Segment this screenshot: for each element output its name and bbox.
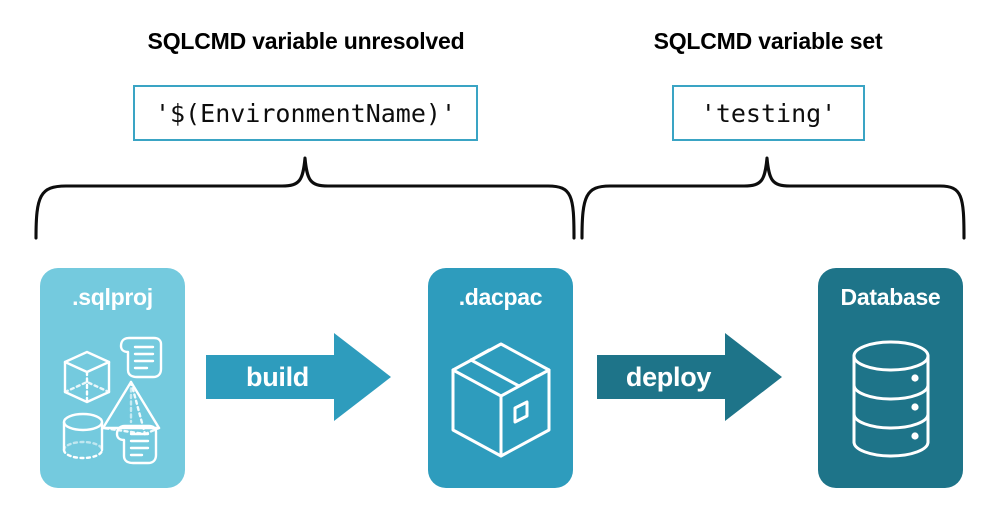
package-box-graphic bbox=[451, 342, 550, 458]
package-box-icon bbox=[428, 320, 573, 480]
stage-dacpac-label: .dacpac bbox=[458, 284, 543, 310]
database-cylinder-graphic bbox=[852, 340, 929, 458]
arrow-build: build bbox=[206, 333, 391, 421]
stage-dacpac: .dacpac bbox=[428, 268, 573, 488]
sqlcmd-variable-unresolved-value: '$(EnvironmentName)' bbox=[154, 98, 457, 128]
cube-icon bbox=[63, 350, 110, 404]
arrow-build-icon bbox=[206, 333, 391, 421]
script-scroll-icon-bottom bbox=[115, 424, 157, 465]
project-objects-graphic bbox=[62, 336, 162, 465]
arrow-deploy: deploy bbox=[597, 333, 782, 421]
stage-sqlproj: .sqlproj bbox=[40, 268, 185, 488]
sqlcmd-variable-unresolved-value-box: '$(EnvironmentName)' bbox=[133, 85, 478, 141]
database-status-dots bbox=[910, 374, 919, 440]
arrow-build-label: build bbox=[246, 361, 309, 392]
script-scroll-icon-top bbox=[119, 336, 162, 379]
annotation-heading-left: SQLCMD variable unresolved bbox=[147, 28, 465, 54]
stage-database-label: Database bbox=[840, 284, 941, 310]
arrow-deploy-label: deploy bbox=[625, 361, 712, 392]
database-cylinder-icon bbox=[818, 320, 963, 480]
right-brace-icon bbox=[580, 156, 966, 240]
cylinder-icon bbox=[62, 412, 103, 460]
left-brace-icon bbox=[34, 156, 576, 240]
stage-sqlproj-label: .sqlproj bbox=[72, 284, 153, 310]
project-objects-icon bbox=[40, 320, 185, 480]
arrow-deploy-icon bbox=[597, 333, 782, 421]
sqlcmd-variable-set-value: 'testing' bbox=[700, 98, 837, 128]
annotation-heading-right: SQLCMD variable set bbox=[653, 28, 883, 54]
sqlcmd-variable-set-value-box: 'testing' bbox=[672, 85, 865, 141]
stage-database: Database bbox=[818, 268, 963, 488]
